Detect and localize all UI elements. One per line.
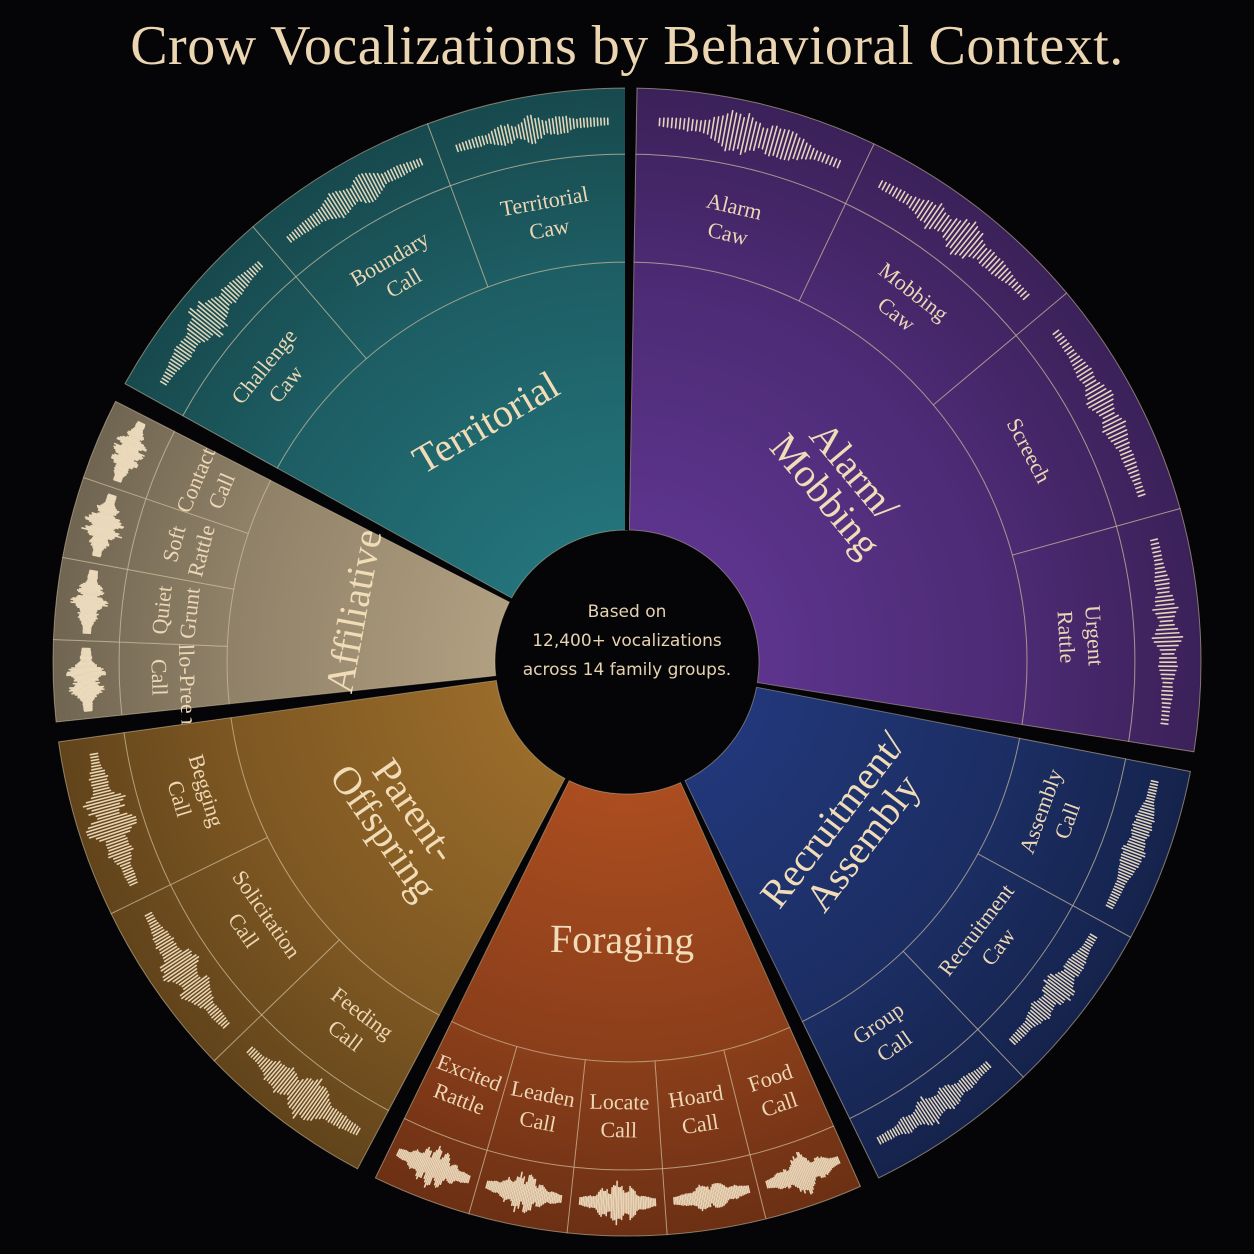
sector-gap xyxy=(363,778,569,1177)
call-label: UrgentRattle xyxy=(1052,604,1108,668)
waveform-glyph xyxy=(578,1180,657,1226)
waveform-glyph xyxy=(878,180,1030,301)
sector-gap xyxy=(680,780,873,1185)
chart-title: Crow Vocalizations by Behavioral Context… xyxy=(130,15,1124,77)
waveform-glyph xyxy=(673,1182,751,1212)
call-label: QuietGrunt xyxy=(146,583,204,640)
waveform-glyph xyxy=(396,1145,471,1188)
sector-gap xyxy=(117,389,512,602)
sector-gap xyxy=(756,682,1195,764)
context-label: Foraging xyxy=(550,916,695,964)
waveform-glyph xyxy=(658,109,842,169)
call-sector xyxy=(573,1059,663,1171)
call-sector xyxy=(118,641,230,716)
waveform-glyph xyxy=(1149,538,1184,725)
waveform-glyph xyxy=(286,157,424,243)
waveform-glyph xyxy=(144,911,230,1029)
waveform-glyph xyxy=(82,752,138,887)
sector-gap xyxy=(55,676,497,735)
center-note: Based on 12,400+ vocalizations across 14… xyxy=(497,598,757,685)
center-note-line: Based on xyxy=(587,602,667,622)
waveform-glyph xyxy=(485,1171,563,1214)
waveform-glyph xyxy=(81,493,125,558)
waveform-glyph xyxy=(765,1151,841,1195)
waveform-glyph xyxy=(159,261,264,386)
waveform-glyph xyxy=(876,1061,992,1145)
waveform-glyph xyxy=(66,647,107,712)
call-label: HoardCall xyxy=(667,1080,730,1141)
waveform-glyph xyxy=(455,114,609,153)
waveform-glyph xyxy=(1105,780,1159,910)
call-label: LocateCall xyxy=(589,1089,650,1143)
center-note-line: across 14 family groups. xyxy=(522,660,732,680)
waveform-glyph xyxy=(246,1046,361,1136)
waveform-glyph xyxy=(1009,933,1098,1045)
center-note-line: 12,400+ vocalizations xyxy=(532,631,722,651)
waveform-glyph xyxy=(70,569,109,634)
waveform-glyph xyxy=(1052,329,1146,498)
waveform-glyph xyxy=(110,421,147,483)
center-disk xyxy=(495,530,759,794)
